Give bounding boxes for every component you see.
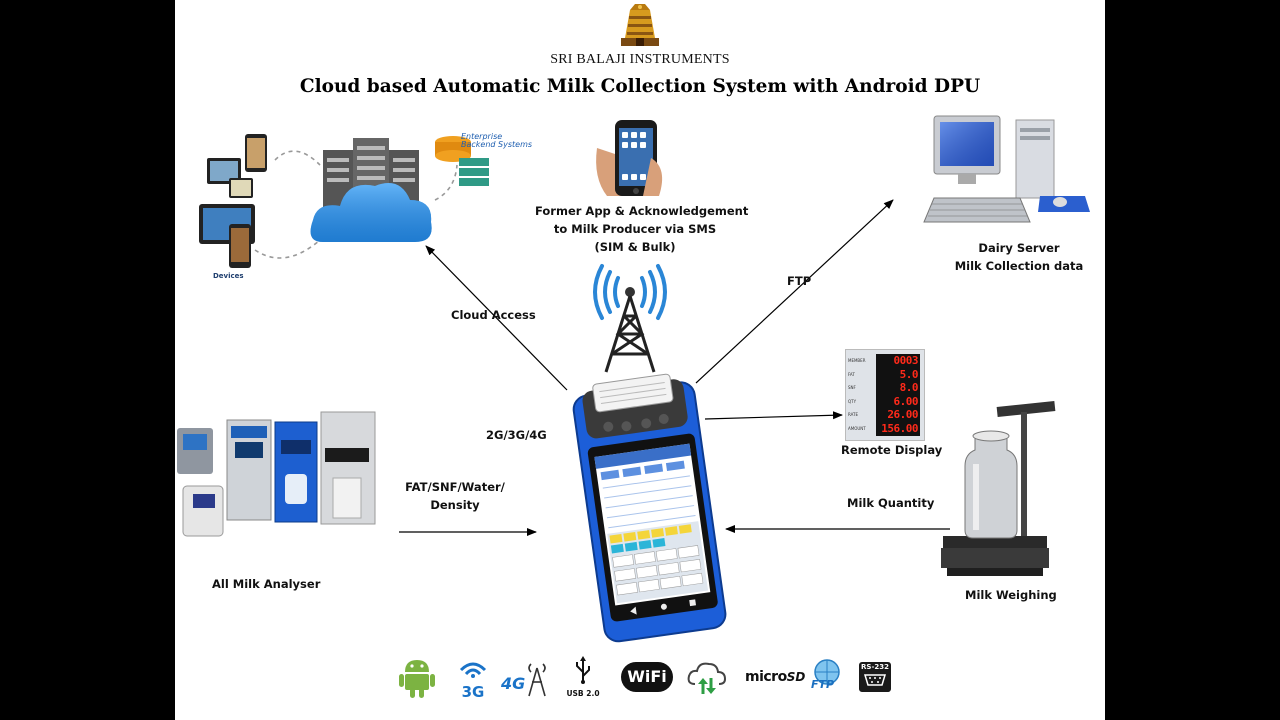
cloud-access-label: Cloud Access <box>451 308 536 322</box>
remote-display-row-value: 156.00 <box>881 421 918 435</box>
ftp-icon: FTP <box>809 658 845 698</box>
cloud-diagram-graphic <box>199 134 489 268</box>
feature-icon-row: 3G 4G USB 2.0 WiFi microSD FTP RS-232 <box>397 656 897 701</box>
desktop-computer-icon <box>923 115 1090 223</box>
rs232-icon: RS-232 <box>859 662 891 692</box>
remote-display-row-name: SNF <box>848 385 856 391</box>
ftp-arrow <box>695 199 894 384</box>
backend-label: Enterprise Backend Systems <box>461 132 533 149</box>
remote-display-row-name: AMOUNT <box>848 425 866 431</box>
remote-display-row-name: MEMBER <box>848 358 866 363</box>
ftp-label: FTP <box>787 274 812 288</box>
brand-name: SRI BALAJI INSTRUMENTS <box>550 52 730 67</box>
dairy-server-label: Dairy Server Milk Collection data <box>954 241 1084 273</box>
smartphone-in-hand <box>596 120 663 196</box>
cloud-access-arrow <box>425 245 568 391</box>
4g-icon: 4G <box>501 660 549 700</box>
farmer-app-label: Former App & Acknowledgement to Milk Pro… <box>535 204 749 254</box>
temple-logo <box>621 4 659 46</box>
remote-display-row-value: 0003 <box>893 354 919 367</box>
remote-display-row-value: 8.0 <box>899 381 919 395</box>
all-milk-analyser-label: All Milk Analyser <box>212 577 321 591</box>
devices-icon <box>199 134 267 268</box>
devices-label: Devices <box>213 272 244 280</box>
microsd-icon: microSD <box>745 669 806 685</box>
remote-display-label: Remote Display <box>841 443 943 457</box>
page-title: Cloud based Automatic Milk Collection Sy… <box>299 76 981 97</box>
usb-icon: USB 2.0 <box>563 656 603 700</box>
android-dpu-device <box>572 373 727 643</box>
wifi-icon: WiFi <box>621 662 673 692</box>
remote-display-row-name: FAT <box>848 371 855 377</box>
network-label: 2G/3G/4G <box>486 428 547 442</box>
cell-tower-icon <box>593 264 667 373</box>
milk-analysers-group <box>177 411 376 537</box>
milk-weighing-scale <box>941 400 1056 576</box>
remote-display-row-value: 26.00 <box>887 408 918 422</box>
remote-display-row-value: 6.00 <box>893 394 919 408</box>
connection-arrows <box>399 199 950 536</box>
slide: SRI BALAJI INSTRUMENTS Cloud based Autom… <box>175 0 1105 720</box>
remote-display-arrow <box>704 411 843 420</box>
remote-display-row-value: 5.0 <box>899 367 919 381</box>
remote-display-row-name: RATE <box>848 412 859 418</box>
milk-quantity-label: Milk Quantity <box>847 496 935 510</box>
cloud-cluster: Enterprise Backend Systems Devices <box>195 120 555 285</box>
remote-display-names: MEMBER FAT SNF QTY RATE AMOUNT <box>848 354 874 436</box>
android-icon <box>399 660 435 698</box>
remote-display-row-name: QTY <box>848 398 857 404</box>
analyser-params-label: FAT/SNF/Water/ Density <box>405 480 505 512</box>
milk-weighing-label: Milk Weighing <box>965 588 1057 602</box>
cloud-sync-icon <box>687 662 727 694</box>
3g-icon: 3G <box>453 656 493 701</box>
